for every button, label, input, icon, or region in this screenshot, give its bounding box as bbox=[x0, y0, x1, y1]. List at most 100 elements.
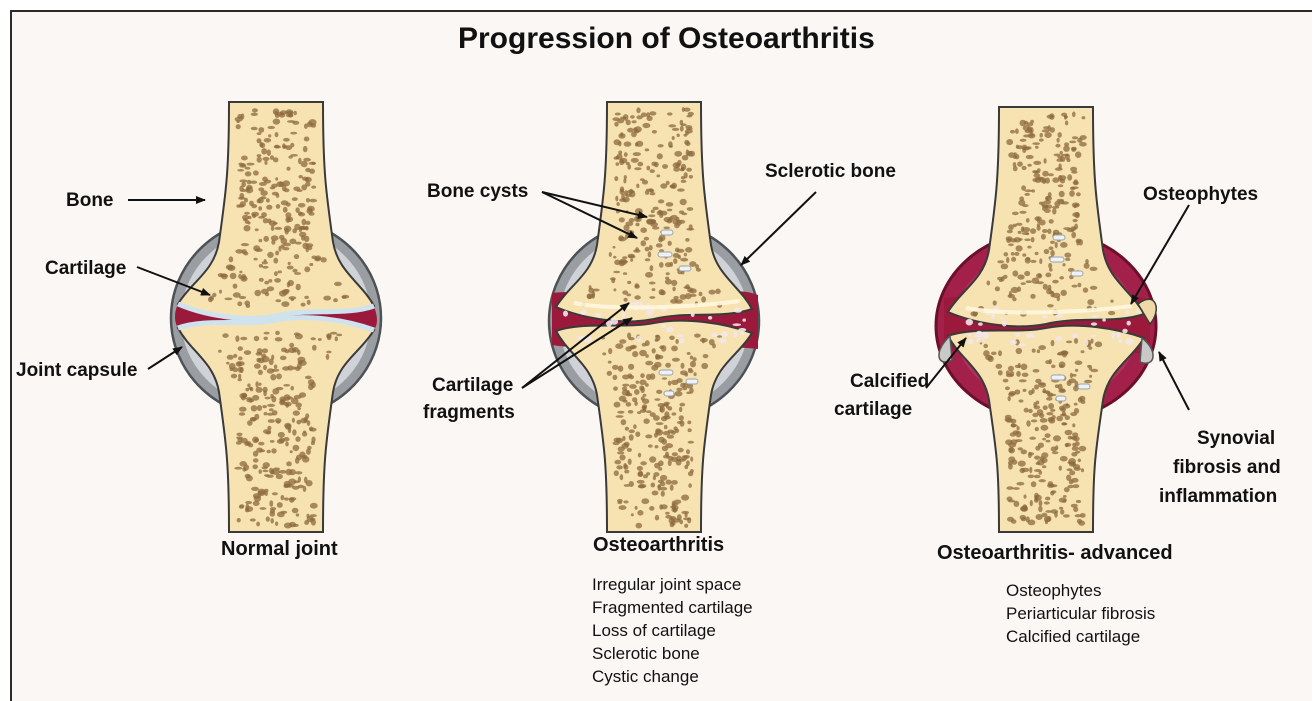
bone-pore bbox=[274, 271, 278, 276]
label-joint-capsule: Joint capsule bbox=[16, 359, 137, 382]
bone-pore bbox=[650, 265, 654, 271]
bone-pore bbox=[1088, 346, 1092, 349]
bone-pore bbox=[1036, 273, 1042, 278]
bone-pore bbox=[238, 274, 241, 279]
cartilage-fragment bbox=[691, 312, 695, 317]
bone-pore bbox=[299, 360, 307, 366]
bone-pore bbox=[677, 188, 685, 191]
bone-pore bbox=[633, 152, 641, 156]
bone-pore bbox=[254, 290, 261, 296]
bone-pore bbox=[248, 216, 252, 220]
bone-pore bbox=[303, 146, 308, 152]
bone-pore bbox=[681, 455, 687, 460]
bone-pore bbox=[262, 261, 268, 264]
bone-pore bbox=[1019, 211, 1026, 214]
bone-pore bbox=[1084, 263, 1090, 269]
bone-pore bbox=[1007, 497, 1013, 502]
bone-pore bbox=[267, 426, 271, 430]
bone-pore bbox=[619, 339, 626, 344]
cartilage-fragment bbox=[740, 331, 744, 335]
bone-pore bbox=[987, 281, 991, 286]
bone-pore bbox=[1074, 179, 1078, 185]
bone-pore bbox=[1073, 484, 1080, 488]
bone-pore bbox=[1069, 141, 1076, 144]
bone-pore bbox=[616, 202, 619, 206]
bone-pore bbox=[270, 471, 274, 474]
bone-pore bbox=[1033, 161, 1041, 165]
bone-pore bbox=[654, 398, 660, 401]
bone-pore bbox=[1024, 408, 1029, 413]
bone-cyst bbox=[686, 379, 698, 384]
bone-pore bbox=[260, 196, 266, 199]
cartilage-fragment bbox=[968, 333, 971, 337]
bone-pore bbox=[251, 127, 258, 131]
bone-pore bbox=[1072, 112, 1076, 118]
bone-pore bbox=[237, 169, 244, 172]
bone-pore bbox=[275, 418, 281, 423]
bone-pore bbox=[1032, 349, 1036, 353]
bone-pore bbox=[1060, 179, 1065, 184]
bone-pore bbox=[636, 523, 643, 529]
bone-pore bbox=[640, 409, 647, 413]
bone-pore bbox=[1044, 249, 1050, 254]
bone-pore bbox=[294, 395, 302, 399]
bone-pore bbox=[642, 123, 650, 128]
bone-pore bbox=[304, 236, 310, 242]
feature-list-osteoarthritis: Irregular joint space Fragmented cartila… bbox=[592, 573, 753, 688]
bone-pore bbox=[239, 193, 244, 199]
bone-pore bbox=[262, 466, 268, 469]
bone-pore bbox=[1032, 178, 1037, 182]
bone-cyst bbox=[661, 230, 673, 235]
bone-pore bbox=[1079, 446, 1087, 452]
bone-pore bbox=[254, 336, 260, 341]
bone-pore bbox=[280, 244, 284, 248]
bone-pore bbox=[1026, 233, 1029, 236]
bone-pore bbox=[661, 416, 668, 421]
bone-pore bbox=[636, 184, 639, 189]
bone-pore bbox=[646, 112, 650, 117]
bone-pore bbox=[1047, 304, 1054, 307]
cartilage-fragment bbox=[734, 331, 738, 337]
bone-pore bbox=[1015, 154, 1020, 159]
bone-pore bbox=[645, 434, 652, 438]
bone-pore bbox=[641, 240, 647, 246]
bone-pore bbox=[267, 368, 275, 373]
bone-pore bbox=[689, 388, 693, 394]
bone-pore bbox=[262, 266, 268, 269]
bone-pore bbox=[681, 271, 685, 274]
bone-pore bbox=[292, 429, 296, 435]
bone-pore bbox=[275, 522, 278, 526]
bone-pore bbox=[1014, 237, 1021, 242]
bone-pore bbox=[687, 207, 694, 211]
bone-pore bbox=[1072, 423, 1075, 427]
label-cartilage-fragments-1: Cartilage bbox=[432, 374, 513, 397]
bone-pore bbox=[614, 402, 621, 408]
cartilage-fragment bbox=[677, 334, 684, 337]
bone-pore bbox=[681, 176, 685, 179]
bone-pore bbox=[1048, 417, 1054, 422]
feature-item: Irregular joint space bbox=[592, 573, 753, 596]
bone-pore bbox=[1064, 116, 1068, 119]
bone-pore bbox=[262, 470, 268, 473]
bone-pore bbox=[1090, 267, 1098, 271]
bone-cyst bbox=[659, 370, 673, 375]
bone-pore bbox=[286, 461, 292, 466]
bone-pore bbox=[311, 337, 316, 340]
bone-pore bbox=[1079, 142, 1087, 147]
bone-pore bbox=[684, 253, 687, 257]
bone-pore bbox=[672, 128, 679, 131]
bone-pore bbox=[998, 350, 1002, 356]
bone-pore bbox=[651, 210, 655, 214]
bone-pore bbox=[1095, 341, 1102, 347]
cartilage-fragment bbox=[1026, 334, 1034, 339]
bone-pore bbox=[244, 225, 251, 231]
bone-pore bbox=[613, 288, 616, 291]
bone-pore bbox=[295, 207, 299, 213]
bone-pore bbox=[1018, 399, 1023, 402]
bone-pore bbox=[238, 374, 241, 379]
bone-pore bbox=[640, 461, 647, 465]
cartilage-fragment bbox=[563, 311, 568, 317]
bone-pore bbox=[632, 351, 638, 357]
bone-pore bbox=[295, 436, 300, 442]
bone-pore bbox=[286, 167, 290, 171]
